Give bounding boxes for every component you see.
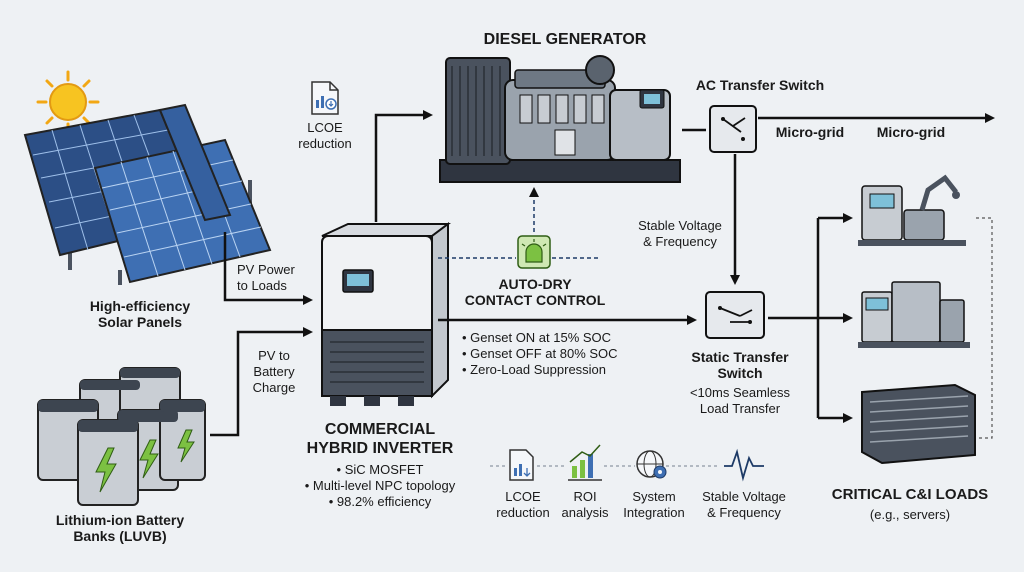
waveform-icon [724, 448, 764, 482]
genset-rule-2: • Genset OFF at 80% SOC [462, 346, 618, 361]
inverter-title: COMMERCIAL HYBRID INVERTER [306, 421, 454, 457]
genset-control-list: • Genset ON at 15% SOC • Genset OFF at 8… [462, 330, 662, 378]
battery-bank-label: Lithium-ion Battery Banks (LUVB) [55, 512, 185, 544]
flow-lines [210, 110, 995, 437]
static-transfer-switch-icon [705, 291, 765, 339]
ats-label: AC Transfer Switch [695, 77, 825, 93]
loads-subtitle: (e.g., servers) [869, 507, 951, 522]
lcoe-top-label: LCOE reduction [298, 120, 352, 151]
solar-panels-label: High-efficiency Solar Panels [89, 298, 191, 330]
diesel-generator-icon [439, 55, 681, 183]
microgrid-label-2: Micro-grid [876, 124, 946, 140]
inverter-feature-2: • Multi-level NPC topology [304, 478, 456, 493]
ac-transfer-switch-icon [709, 105, 757, 153]
loads-title: CRITICAL C&I LOADS [831, 486, 989, 503]
sts-title: Static Transfer Switch [691, 349, 789, 381]
industrial-robot-icon [858, 174, 966, 246]
solar-panels-icon [23, 103, 272, 285]
machine-tool-icon [858, 281, 970, 348]
stable-vf-label: Stable Voltage & Frequency [638, 218, 722, 249]
pv-to-battery-label: PV to Battery Charge [252, 348, 296, 395]
beacon-icon [517, 235, 551, 269]
lcoe-doc-icon [509, 449, 534, 481]
dry-contact-label: AUTO-DRY CONTACT CONTROL [464, 276, 606, 308]
benefit-integration-label: System Integration [623, 489, 685, 520]
microgrid-label-1: Micro-grid [775, 124, 845, 140]
benefit-lcoe-label: LCOE reduction [496, 489, 550, 520]
genset-rule-1: • Genset ON at 15% SOC [462, 330, 612, 345]
benefit-roi-label: ROI analysis [561, 489, 609, 520]
hybrid-inverter-icon [321, 222, 451, 406]
server-rack-icon [861, 383, 976, 465]
benefit-stable-vf-label: Stable Voltage & Frequency [702, 489, 786, 520]
load-feedback-line [976, 217, 993, 439]
diesel-generator-title: DIESEL GENERATOR [483, 31, 647, 48]
bar-chart-icon [568, 444, 602, 481]
battery-bank-icon [37, 367, 206, 506]
sun-icon [36, 70, 100, 134]
inverter-feature-1: • SiC MOSFET [336, 462, 424, 477]
document-chart-icon [311, 81, 339, 115]
sts-subtitle: <10ms Seamless Load Transfer [689, 385, 791, 416]
globe-gear-icon [636, 450, 667, 479]
pv-to-loads-label: PV Power to Loads [237, 262, 295, 293]
genset-rule-3: • Zero-Load Suppression [462, 362, 607, 377]
inverter-features: • SiC MOSFET • Multi-level NPC topology … [270, 462, 490, 510]
control-lines [438, 187, 600, 259]
inverter-feature-3: • 98.2% efficiency [328, 494, 432, 509]
